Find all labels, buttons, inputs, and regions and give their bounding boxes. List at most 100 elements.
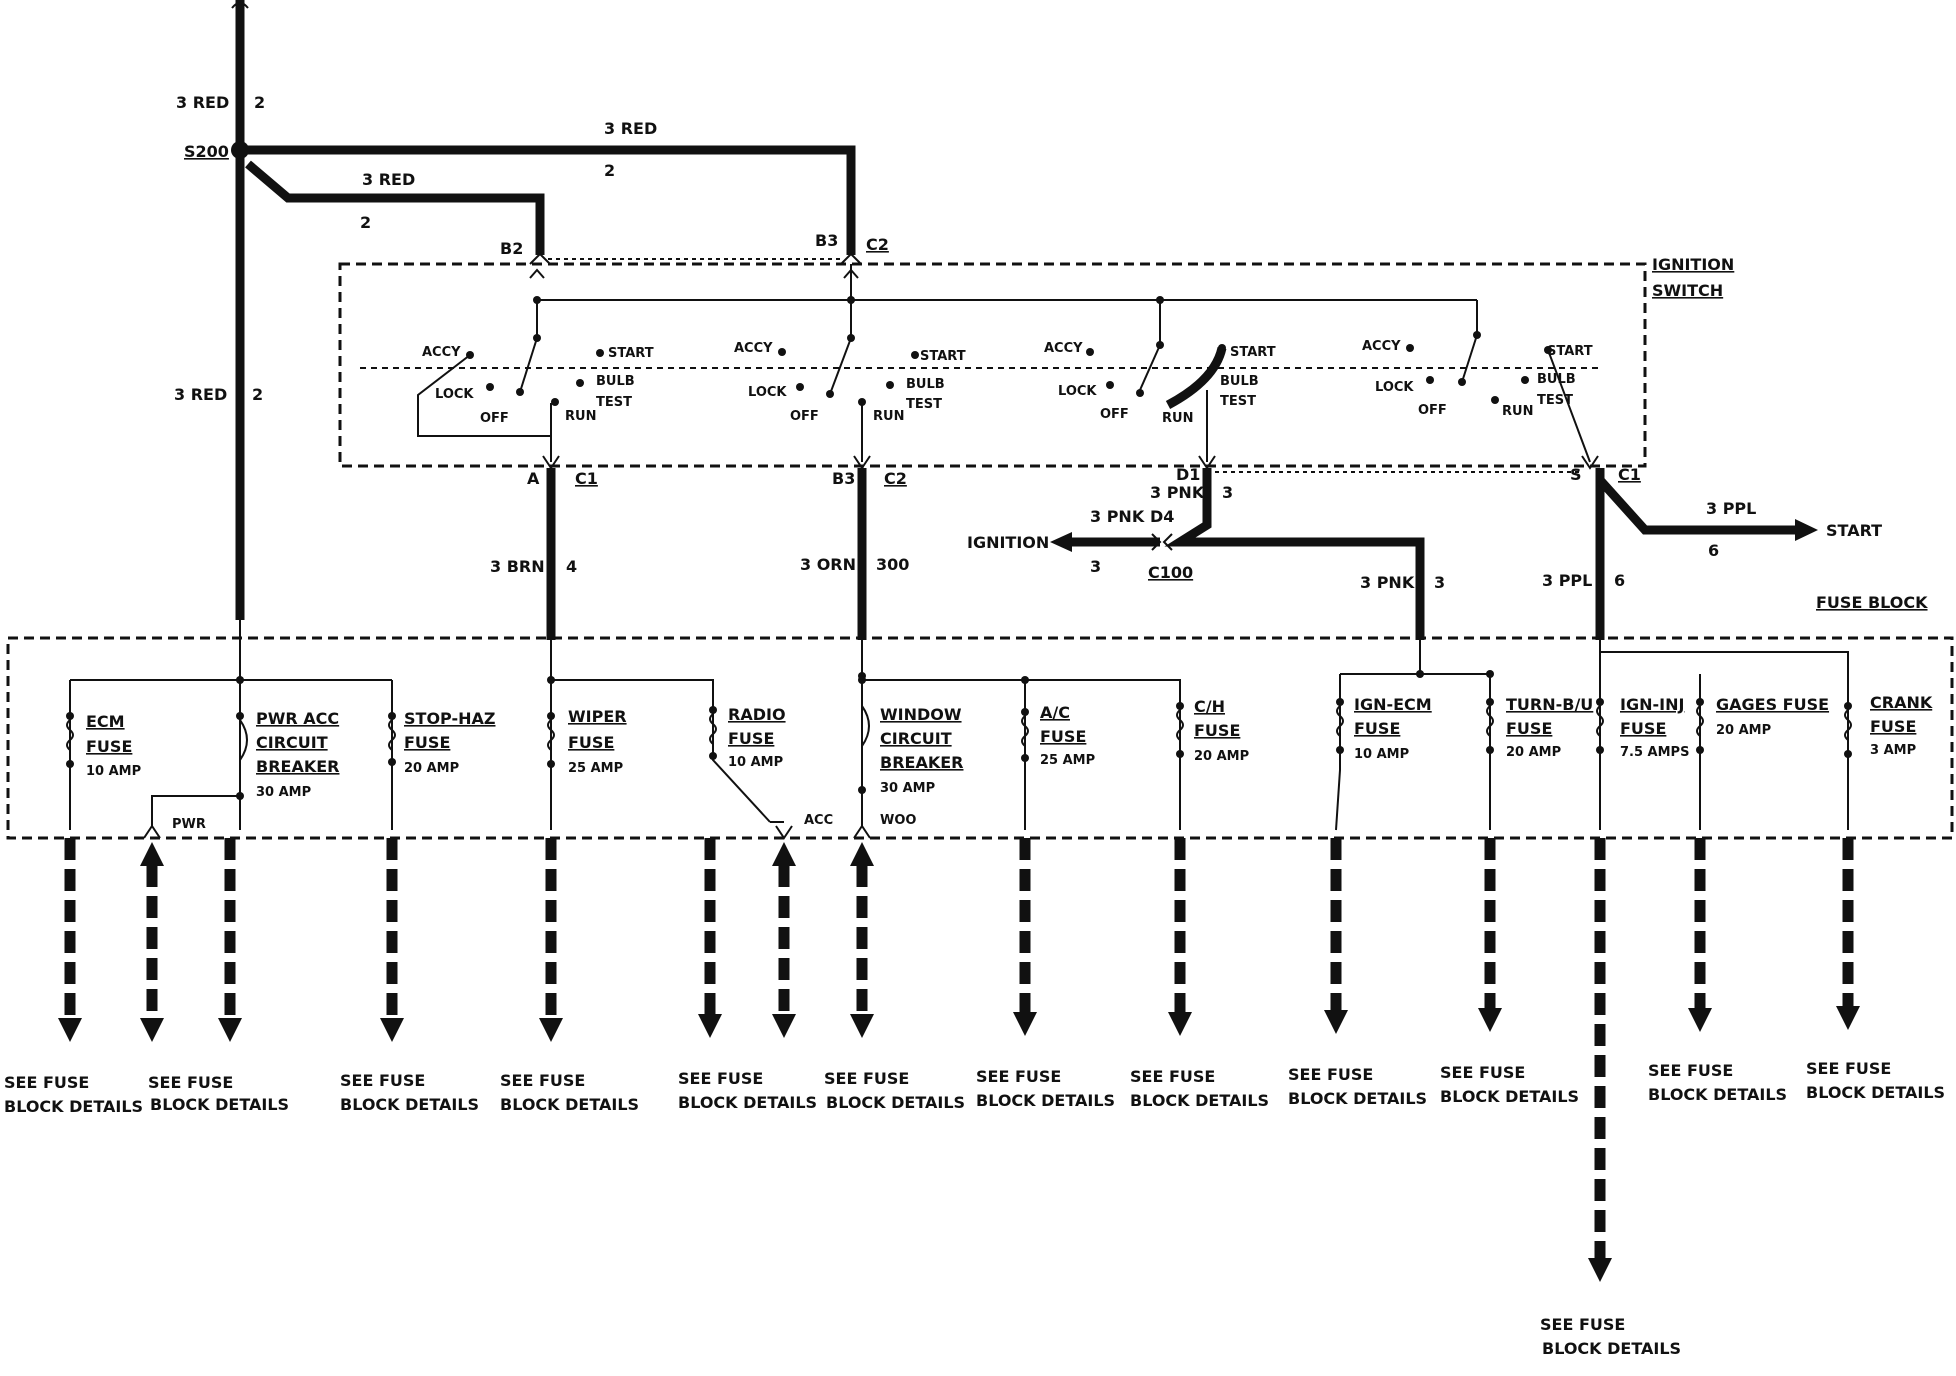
svg-text:20 AMP: 20 AMP xyxy=(1716,723,1771,738)
svg-text:3 PPL: 3 PPL xyxy=(1542,571,1592,590)
svg-text:FUSE: FUSE xyxy=(1040,727,1086,746)
connector-b2: B2 xyxy=(500,239,523,258)
output-arrows xyxy=(58,838,1860,1282)
svg-text:C/H: C/H xyxy=(1194,697,1225,716)
svg-text:LOCK: LOCK xyxy=(1058,384,1097,399)
svg-text:OFF: OFF xyxy=(1418,403,1447,418)
svg-text:START: START xyxy=(1230,345,1276,360)
svg-text:ACCY: ACCY xyxy=(1362,339,1401,354)
circuit-label: 2 xyxy=(252,385,263,404)
svg-text:FUSE: FUSE xyxy=(404,733,450,752)
connector-c2: C2 xyxy=(884,469,907,488)
fuse-ch: C/H FUSE 20 AMP xyxy=(1176,690,1249,830)
fuse-stop-haz: STOP-HAZ FUSE 20 AMP xyxy=(388,680,496,830)
fuse-ac: A/C FUSE 25 AMP xyxy=(1021,676,1095,830)
wire-label: 3 RED xyxy=(604,119,657,138)
svg-text:BLOCK DETAILS: BLOCK DETAILS xyxy=(4,1097,143,1116)
wire-label: 3 RED xyxy=(362,170,415,189)
svg-text:STOP-HAZ: STOP-HAZ xyxy=(404,709,496,728)
svg-text:SEE FUSE: SEE FUSE xyxy=(1288,1065,1373,1084)
fuse-crank: CRANK FUSE 3 AMP xyxy=(1844,690,1933,830)
svg-text:FUSE: FUSE xyxy=(1194,721,1240,740)
branch-to-b3: 3 RED 2 xyxy=(244,119,856,255)
svg-text:3: 3 xyxy=(1090,557,1101,576)
fuse-wiper: WIPER FUSE 25 AMP xyxy=(547,680,627,830)
svg-text:START: START xyxy=(1547,344,1593,359)
svg-text:10 AMP: 10 AMP xyxy=(1354,747,1409,762)
svg-text:LOCK: LOCK xyxy=(1375,380,1414,395)
svg-text:ACC: ACC xyxy=(804,813,833,828)
svg-text:3: 3 xyxy=(1434,573,1445,592)
svg-text:PWR ACC: PWR ACC xyxy=(256,709,339,728)
svg-text:SEE FUSE: SEE FUSE xyxy=(1130,1067,1215,1086)
svg-text:BLOCK DETAILS: BLOCK DETAILS xyxy=(826,1093,965,1112)
fuse-ecm: ECM FUSE 10 AMP xyxy=(66,680,141,830)
svg-text:6: 6 xyxy=(1614,571,1625,590)
svg-text:OFF: OFF xyxy=(790,409,819,424)
svg-text:ACCY: ACCY xyxy=(422,345,461,360)
circuit-label: 2 xyxy=(604,161,615,180)
switch-section-3: ACCY LOCK OFF RUN START BULB TEST xyxy=(1044,341,1276,462)
svg-text:BLOCK DETAILS: BLOCK DETAILS xyxy=(1288,1089,1427,1108)
fuse-ign-inj: IGN-INJ FUSE 7.5 AMPS xyxy=(1596,690,1689,830)
switch-title: IGNITION xyxy=(1652,255,1734,274)
start-label: START xyxy=(1826,521,1882,540)
svg-text:OFF: OFF xyxy=(1100,407,1129,422)
svg-text:CRANK: CRANK xyxy=(1870,693,1933,712)
svg-text:CIRCUIT: CIRCUIT xyxy=(880,729,952,748)
fuse-turn-bu: TURN-B/U FUSE 20 AMP xyxy=(1486,690,1593,830)
svg-text:30 AMP: 30 AMP xyxy=(880,781,935,796)
svg-text:FUSE: FUSE xyxy=(568,733,614,752)
svg-text:20 AMP: 20 AMP xyxy=(1194,749,1249,764)
connector-c1: C1 xyxy=(575,469,598,488)
svg-text:RUN: RUN xyxy=(1162,411,1193,426)
svg-text:BULB: BULB xyxy=(1220,374,1259,389)
svg-text:BLOCK DETAILS: BLOCK DETAILS xyxy=(976,1091,1115,1110)
svg-text:WINDOW: WINDOW xyxy=(880,705,962,724)
svg-text:6: 6 xyxy=(1708,541,1719,560)
svg-text:IGN-INJ: IGN-INJ xyxy=(1620,695,1684,714)
svg-text:TEST: TEST xyxy=(906,397,942,412)
connector-a: A xyxy=(527,469,540,488)
branch-to-b2: 3 RED 2 xyxy=(245,160,545,255)
connector-c1: C1 xyxy=(1618,465,1641,484)
svg-text:25 AMP: 25 AMP xyxy=(1040,753,1095,768)
svg-text:SEE FUSE: SEE FUSE xyxy=(1440,1063,1525,1082)
svg-text:D4: D4 xyxy=(1150,507,1174,526)
svg-text:BREAKER: BREAKER xyxy=(880,753,963,772)
svg-text:SEE FUSE: SEE FUSE xyxy=(148,1073,233,1092)
svg-text:BULB: BULB xyxy=(1537,372,1576,387)
svg-text:TEST: TEST xyxy=(596,395,632,410)
svg-text:BULB: BULB xyxy=(906,377,945,392)
svg-text:BLOCK DETAILS: BLOCK DETAILS xyxy=(500,1095,639,1114)
switch-section-1: ACCY LOCK OFF RUN START BULB TEST xyxy=(417,334,654,462)
connector-c2: C2 xyxy=(866,235,889,254)
svg-text:3 PNK: 3 PNK xyxy=(1360,573,1415,592)
svg-text:FUSE: FUSE xyxy=(1354,719,1400,738)
svg-text:BLOCK DETAILS: BLOCK DETAILS xyxy=(678,1093,817,1112)
connector-b3: B3 xyxy=(815,231,838,250)
wire-label: 3 RED xyxy=(174,385,227,404)
svg-text:20 AMP: 20 AMP xyxy=(404,761,459,776)
svg-text:10 AMP: 10 AMP xyxy=(86,764,141,779)
svg-text:START: START xyxy=(920,349,966,364)
svg-text:BLOCK DETAILS: BLOCK DETAILS xyxy=(1440,1087,1579,1106)
svg-text:ECM: ECM xyxy=(86,712,125,731)
svg-text:TEST: TEST xyxy=(1537,393,1573,408)
svg-text:BLOCK DETAILS: BLOCK DETAILS xyxy=(150,1095,289,1114)
svg-text:A/C: A/C xyxy=(1040,703,1070,722)
output-wires: 3 BRN 4 3 ORN 300 3 PNK 3 IGNITION 3 PNK… xyxy=(490,468,1882,640)
svg-text:RUN: RUN xyxy=(565,409,596,424)
connector-s: S xyxy=(1570,465,1582,484)
connector-b3: B3 xyxy=(832,469,855,488)
svg-text:7.5 AMPS: 7.5 AMPS xyxy=(1620,745,1689,760)
svg-text:ACCY: ACCY xyxy=(734,341,773,356)
connector-d1: D1 xyxy=(1176,465,1200,484)
svg-text:SEE FUSE: SEE FUSE xyxy=(1540,1315,1625,1334)
fuse-block-title: FUSE BLOCK xyxy=(1816,593,1928,612)
svg-text:SEE FUSE: SEE FUSE xyxy=(1806,1059,1891,1078)
svg-text:BLOCK DETAILS: BLOCK DETAILS xyxy=(1542,1339,1681,1358)
fuse-gages: GAGES FUSE 20 AMP xyxy=(1696,674,1829,830)
svg-text:CIRCUIT: CIRCUIT xyxy=(256,733,328,752)
